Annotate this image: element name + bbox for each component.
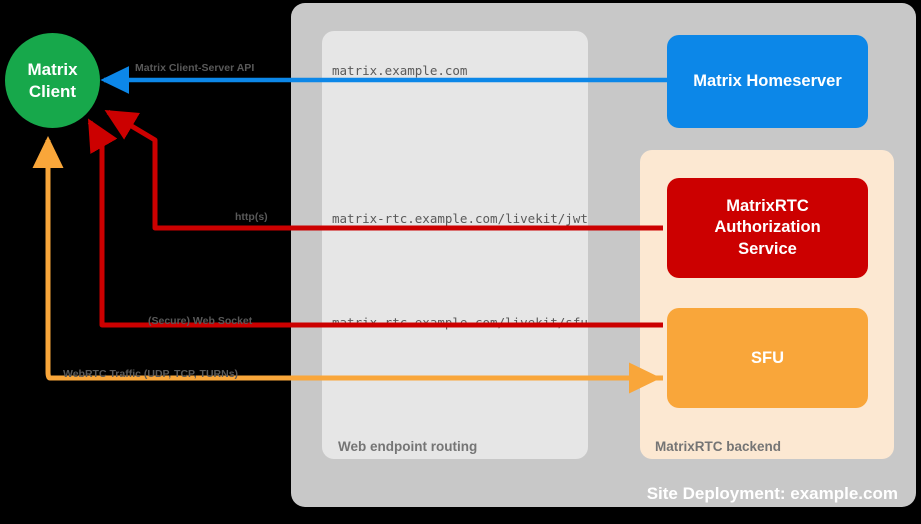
node-sfu-label: SFU — [751, 348, 784, 367]
endpoint-label-jwt: matrix-rtc.example.com/livekit/jwt — [332, 211, 588, 226]
caption-web-endpoint-routing: Web endpoint routing — [338, 439, 478, 454]
node-auth-label-line1: MatrixRTC — [726, 196, 809, 215]
caption-matrixrtc-backend: MatrixRTC backend — [655, 439, 782, 454]
node-sfu[interactable]: SFU — [667, 308, 868, 408]
flow-label-client-server-api: Matrix Client-Server API — [135, 62, 255, 74]
web-endpoint-routing-container — [322, 31, 588, 459]
flow-label-web-socket: (Secure) Web Socket — [148, 315, 253, 327]
node-matrix-client-label-line2: Client — [28, 81, 77, 101]
node-matrix-homeserver-label: Matrix Homeserver — [693, 72, 842, 90]
node-auth-label-line2: Authorization — [714, 218, 821, 237]
caption-site-deployment: Site Deployment: example.com — [646, 484, 898, 503]
node-matrix-homeserver[interactable]: Matrix Homeserver — [667, 35, 868, 128]
node-matrix-client-label-line1: Matrix — [27, 60, 78, 80]
endpoint-label-matrix: matrix.example.com — [332, 63, 468, 78]
node-matrixrtc-authorization-service[interactable]: MatrixRTC Authorization Service — [667, 178, 868, 278]
endpoint-label-sfu: matrix-rtc.example.com/livekit/sfu — [332, 315, 588, 330]
node-matrix-client[interactable]: Matrix Client — [5, 33, 100, 128]
flow-label-https: http(s) — [235, 211, 268, 223]
flow-label-webrtc-traffic: WebRTC Traffic (UDP, TCP, TURNs) — [63, 368, 239, 380]
node-auth-label-line3: Service — [738, 239, 797, 258]
